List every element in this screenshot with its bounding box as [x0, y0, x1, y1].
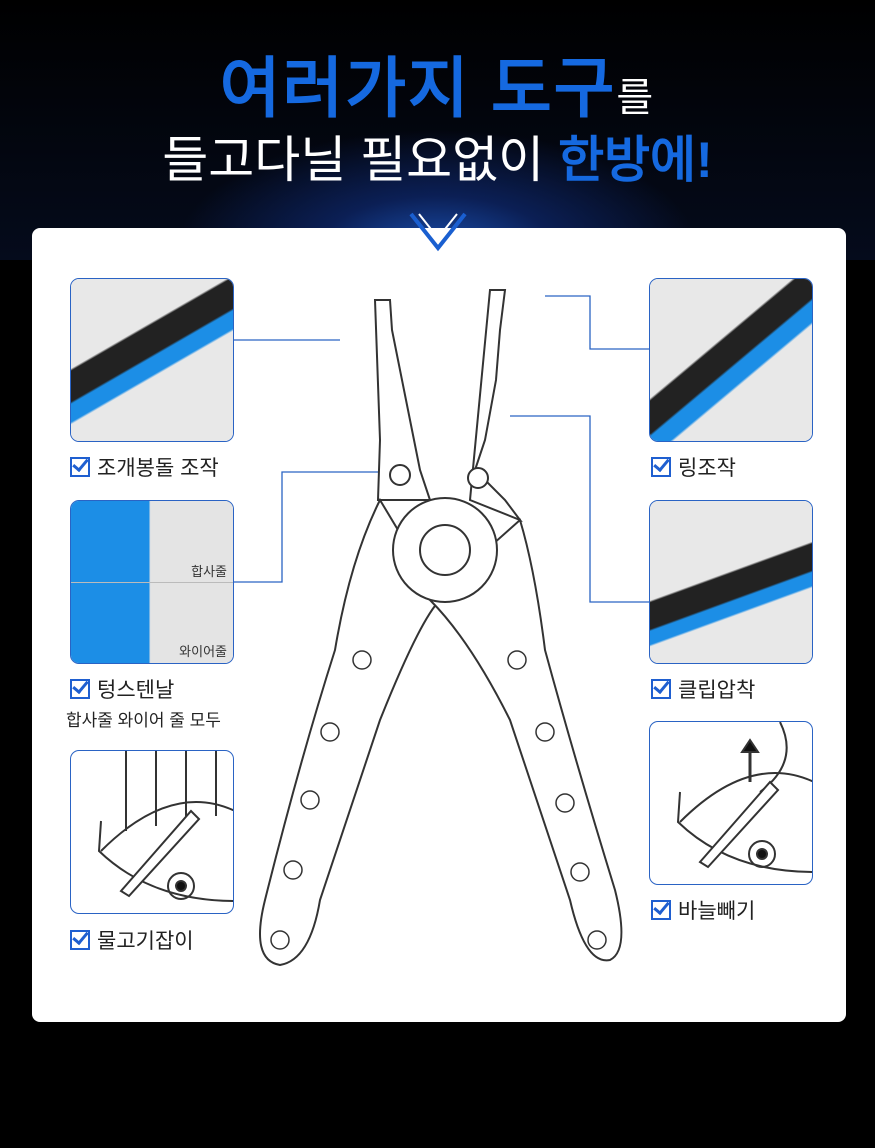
headline-line1: 여러가지 도구를: [219, 51, 656, 125]
checkbox-icon: [651, 457, 671, 477]
feature-label-crimp: 클립압착: [651, 674, 755, 704]
photo-tungsten-blade: 합사줄 와이어줄: [70, 500, 234, 664]
checkbox-icon: [651, 900, 671, 920]
feature-label-fish-grip: 물고기잡이: [70, 925, 194, 955]
feature-sublabel-tungsten: 합사줄 와이어 줄 모두: [66, 711, 221, 730]
feature-label-split-ring: 링조작: [651, 452, 736, 482]
chevron-down-icon: [409, 212, 467, 252]
illustration-fish-grip: [70, 750, 234, 914]
caption-wire-line: 와이어줄: [179, 644, 227, 659]
caption-braided-line: 합사줄: [191, 564, 227, 579]
photo-split-ring: [649, 278, 813, 442]
checkbox-icon: [70, 930, 90, 950]
feature-label-tungsten: 텅스텐날: [70, 674, 174, 704]
photo-crimp: [649, 500, 813, 664]
feature-label-hook-remove: 바늘빼기: [651, 895, 755, 925]
checkbox-icon: [70, 679, 90, 699]
photo-split-shot-adjust: [70, 278, 234, 442]
feature-label-split-shot: 조개봉돌 조작: [70, 452, 219, 482]
headline-line2: 들고다닐 필요없이 한방에!: [162, 132, 713, 188]
header-background: [0, 0, 875, 260]
checkbox-icon: [651, 679, 671, 699]
checkbox-icon: [70, 457, 90, 477]
illustration-hook-remove: [649, 721, 813, 885]
